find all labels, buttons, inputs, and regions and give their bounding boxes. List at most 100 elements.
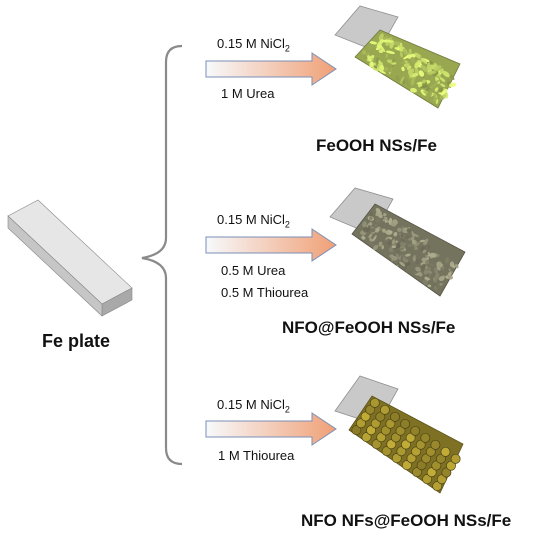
texture-dot — [422, 474, 433, 485]
texture-dot — [351, 425, 362, 436]
branch-2-reagent-1-text: 0.15 M NiCl — [217, 212, 285, 227]
texture-dot — [435, 453, 446, 464]
texture-flake — [404, 234, 410, 239]
texture-flake — [369, 61, 374, 68]
texture-flake — [438, 87, 444, 93]
texture-dot — [385, 418, 396, 429]
texture-flake — [449, 261, 455, 268]
texture-dot — [400, 418, 411, 429]
branch-3-reagent-2: 1 M Thiourea — [218, 448, 295, 463]
texture-flake — [375, 217, 381, 223]
texture-flake — [383, 213, 387, 217]
texture-flake — [415, 268, 422, 272]
texture-flake — [386, 238, 390, 242]
texture-flake — [428, 262, 435, 267]
texture-dot — [361, 432, 372, 443]
texture-dot — [412, 467, 422, 478]
texture-flake — [427, 284, 432, 288]
texture-flake — [419, 85, 430, 88]
branch-3-reagent-1-subscript: 2 — [284, 404, 290, 415]
texture-dot — [425, 446, 436, 457]
texture-flake — [440, 88, 448, 96]
texture-flake — [367, 55, 372, 62]
texture-dot — [371, 439, 382, 450]
texture-flake — [433, 285, 438, 291]
branch-3-reagent-1: 0.15 M NiCl2 — [217, 397, 290, 418]
texture-flake — [434, 273, 440, 280]
texture-dot — [401, 439, 411, 450]
texture-dot — [365, 404, 376, 415]
texture-flake — [362, 226, 368, 233]
texture-flake — [369, 212, 374, 216]
texture-flake — [368, 233, 373, 239]
texture-flake — [387, 66, 392, 73]
texture-flake — [436, 261, 442, 267]
texture-flake — [369, 238, 373, 242]
texture-flake — [429, 252, 437, 258]
texture-dot — [405, 432, 416, 443]
texture-dot — [379, 404, 390, 415]
texture-dot — [440, 446, 451, 457]
texture-flake — [403, 63, 410, 68]
branch-2-reagent-1: 0.15 M NiCl2 — [217, 212, 290, 233]
texture-flake — [408, 238, 411, 241]
texture-flake — [372, 244, 379, 251]
texture-dot — [411, 446, 422, 457]
texture-dot — [395, 425, 406, 436]
texture-flake — [405, 77, 409, 88]
branch-2-reagent-2: 0.5 M Urea — [221, 263, 286, 278]
branch-bracket — [141, 44, 183, 466]
texture-flake — [433, 65, 442, 72]
fe-plate — [7, 199, 133, 317]
texture-flake — [362, 221, 367, 228]
texture-flake — [430, 278, 434, 283]
texture-flake — [399, 261, 406, 267]
texture-flake — [379, 64, 385, 72]
texture-flake — [440, 67, 443, 74]
texture-dot — [406, 453, 417, 464]
texture-flake — [427, 244, 430, 249]
texture-flake — [411, 231, 415, 238]
texture-flake — [391, 62, 397, 65]
texture-flake — [390, 221, 397, 227]
texture-flake — [412, 240, 417, 244]
texture-dot — [391, 453, 402, 464]
texture-dot — [432, 481, 443, 492]
texture-flake — [445, 257, 450, 264]
texture-flake — [376, 57, 379, 64]
texture-flake — [403, 258, 409, 263]
texture-flake — [391, 255, 398, 261]
texture-dot — [410, 425, 421, 436]
texture-flake — [374, 228, 379, 233]
texture-flake — [361, 235, 366, 240]
branch-2-reagent-3: 0.5 M Thiourea — [221, 285, 309, 300]
reaction-arrow-2 — [205, 228, 337, 262]
texture-flake — [383, 216, 389, 222]
texture-dot — [369, 397, 380, 408]
texture-flake — [392, 41, 402, 46]
texture-flake — [374, 223, 378, 228]
texture-flake — [381, 228, 387, 233]
texture-flake — [411, 270, 418, 275]
texture-flake — [399, 42, 403, 52]
texture-flake — [373, 54, 381, 58]
texture-flake — [444, 78, 451, 84]
texture-dot — [450, 453, 461, 464]
texture-flake — [384, 39, 394, 43]
texture-flake — [446, 274, 454, 280]
texture-flake — [415, 259, 420, 265]
texture-flake — [417, 271, 423, 277]
texture-dot — [396, 446, 407, 457]
texture-dot — [366, 425, 377, 436]
texture-flake — [442, 70, 450, 78]
texture-flake — [399, 51, 404, 58]
reaction-arrow-3 — [205, 412, 337, 446]
texture-flake — [391, 239, 396, 245]
branch-3-product: NFO NFs@FeOOH NSs/Fe — [301, 511, 512, 530]
texture-flake — [421, 263, 427, 269]
branch-2-reagent-1-subscript: 2 — [284, 219, 290, 230]
texture-flake — [425, 91, 433, 99]
texture-flake — [427, 279, 432, 284]
